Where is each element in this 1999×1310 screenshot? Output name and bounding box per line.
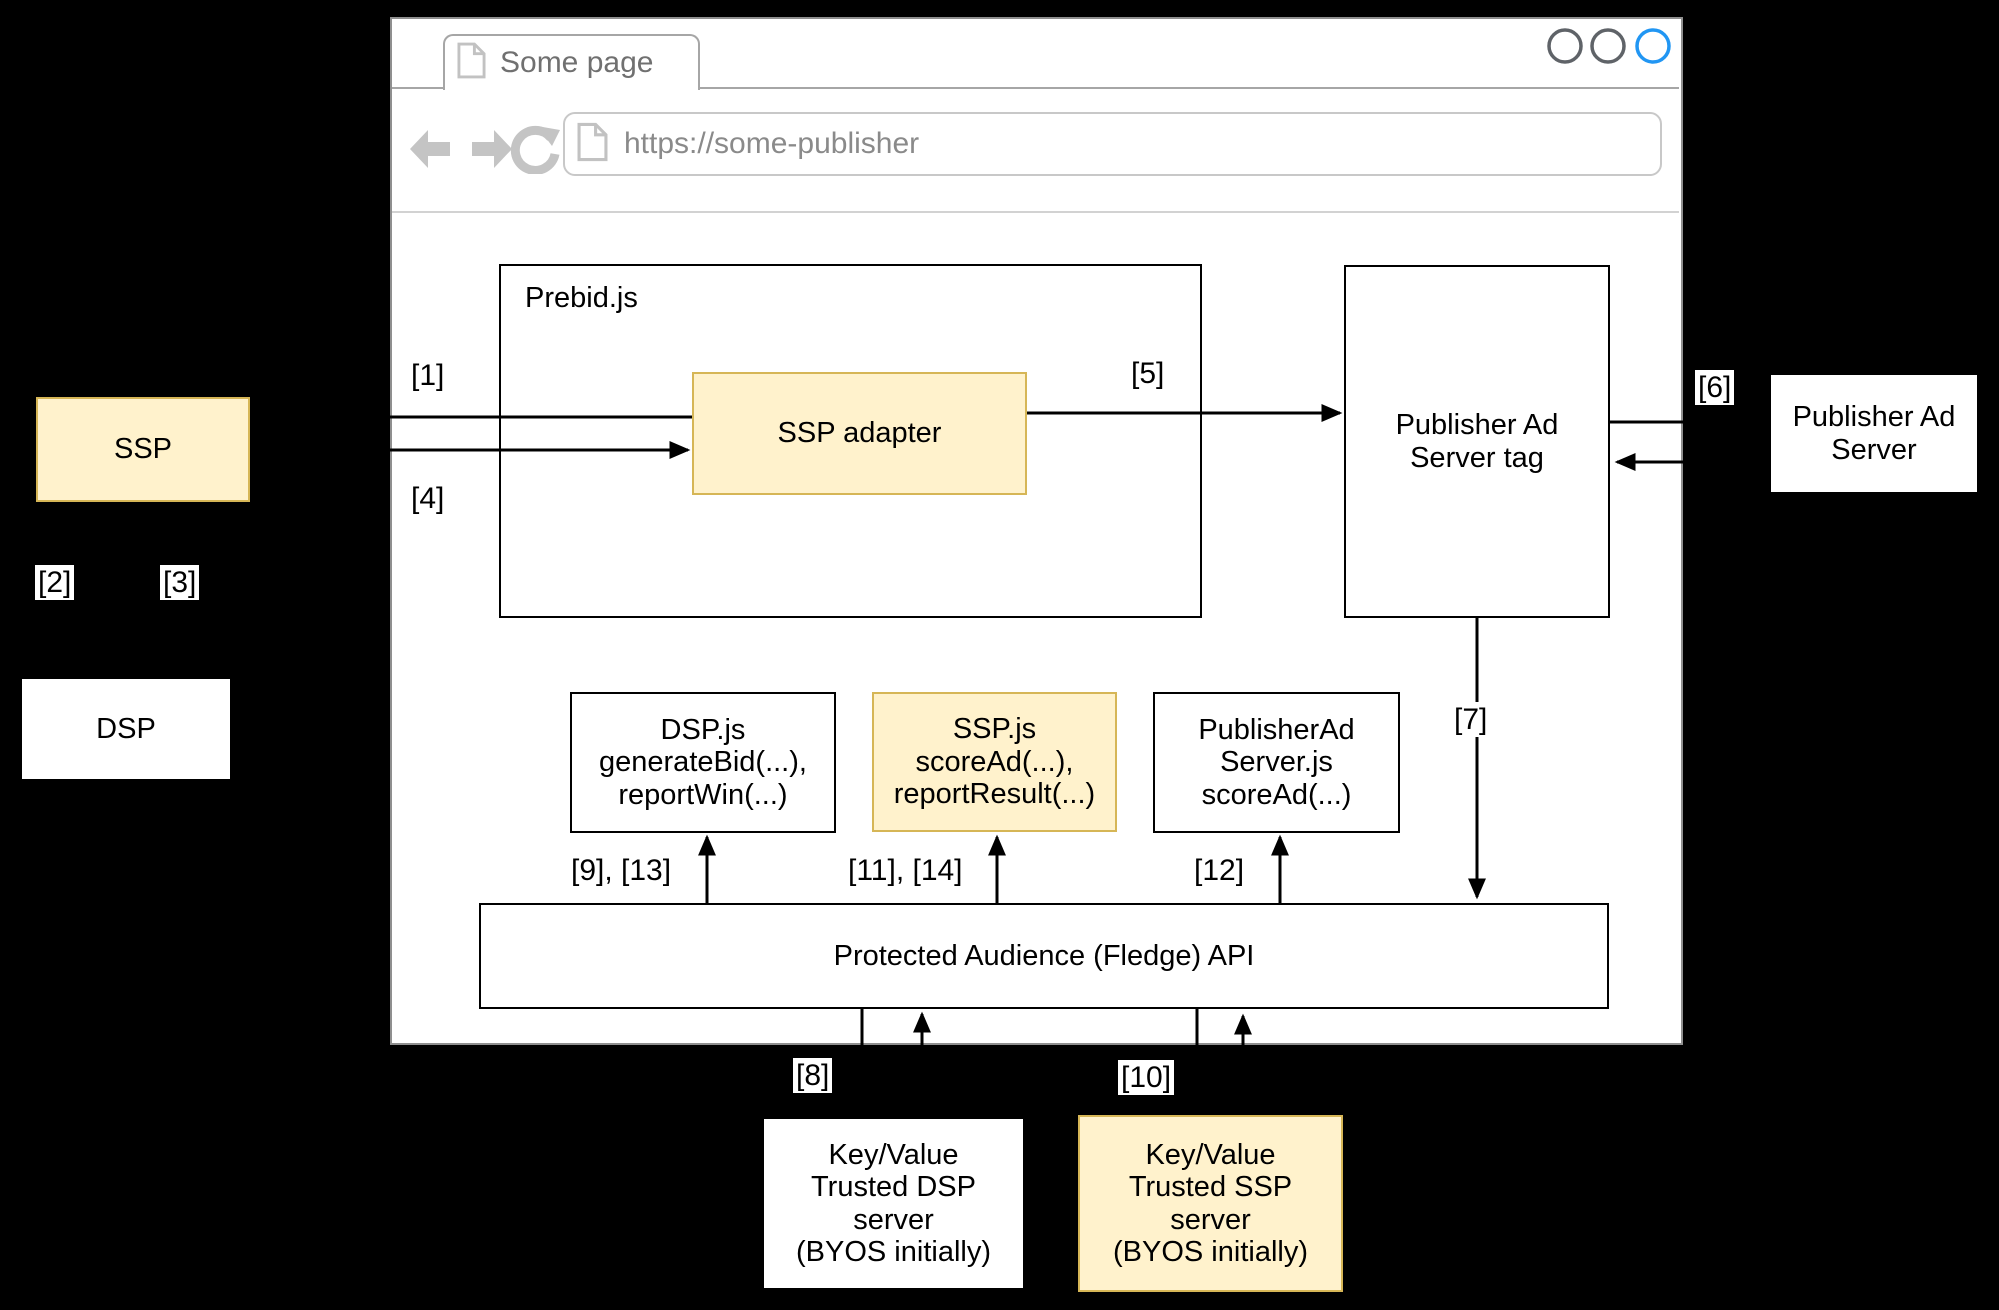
browser-tab[interactable]: Some page <box>443 34 700 90</box>
step-label-9-13: [9], [13] <box>568 853 675 888</box>
publisher-ad-server-js-box: PublisherAd Server.js scoreAd(...) <box>1153 692 1400 833</box>
window-controls <box>1544 26 1674 71</box>
protected-audience-api-box: Protected Audience (Fledge) API <box>479 903 1609 1009</box>
publisher-ad-server-tag-box: Publisher Ad Server tag <box>1344 265 1610 618</box>
step-label-5: [5] <box>1128 356 1168 391</box>
window-control-icon-active[interactable] <box>1635 28 1671 64</box>
toolbar-divider <box>392 211 1679 213</box>
dsp-js-box: DSP.js generateBid(...), reportWin(...) <box>570 692 836 833</box>
tabbar-divider <box>392 87 1679 89</box>
kv-trusted-ssp-server-box: Key/Value Trusted SSP server (BYOS initi… <box>1078 1115 1343 1292</box>
tab-title: Some page <box>500 46 654 79</box>
step-label-2: [2] <box>35 565 75 600</box>
step-label-10: [10] <box>1118 1060 1175 1095</box>
page-icon <box>577 122 608 167</box>
window-control-icon[interactable] <box>1590 28 1626 64</box>
forward-icon[interactable] <box>472 130 512 168</box>
step-label-12: [12] <box>1191 853 1248 888</box>
kv-trusted-dsp-server-box: Key/Value Trusted DSP server (BYOS initi… <box>762 1117 1025 1290</box>
page-icon <box>457 42 486 84</box>
publisher-ad-server-box: Publisher Ad Server <box>1769 373 1979 494</box>
ssp-js-box: SSP.js scoreAd(...), reportResult(...) <box>872 692 1117 832</box>
step-label-4: [4] <box>408 481 448 516</box>
ssp-box: SSP <box>36 397 250 502</box>
back-icon[interactable] <box>410 130 450 168</box>
step-label-8: [8] <box>793 1058 833 1093</box>
window-control-icon[interactable] <box>1547 28 1583 64</box>
browser-nav <box>405 124 560 179</box>
ssp-adapter-box: SSP adapter <box>692 372 1027 495</box>
dsp-box: DSP <box>20 677 232 781</box>
reload-icon[interactable] <box>510 125 560 175</box>
step-label-7: [7] <box>1451 702 1491 737</box>
url-bar[interactable]: https://some-publisher <box>563 112 1662 176</box>
url-text: https://some-publisher <box>624 127 920 160</box>
prebid-label: Prebid.js <box>525 282 638 314</box>
step-label-11-14: [11], [14] <box>845 853 966 888</box>
step-label-1: [1] <box>408 358 448 393</box>
step-label-3: [3] <box>160 565 200 600</box>
step-label-6: [6] <box>1695 370 1735 405</box>
